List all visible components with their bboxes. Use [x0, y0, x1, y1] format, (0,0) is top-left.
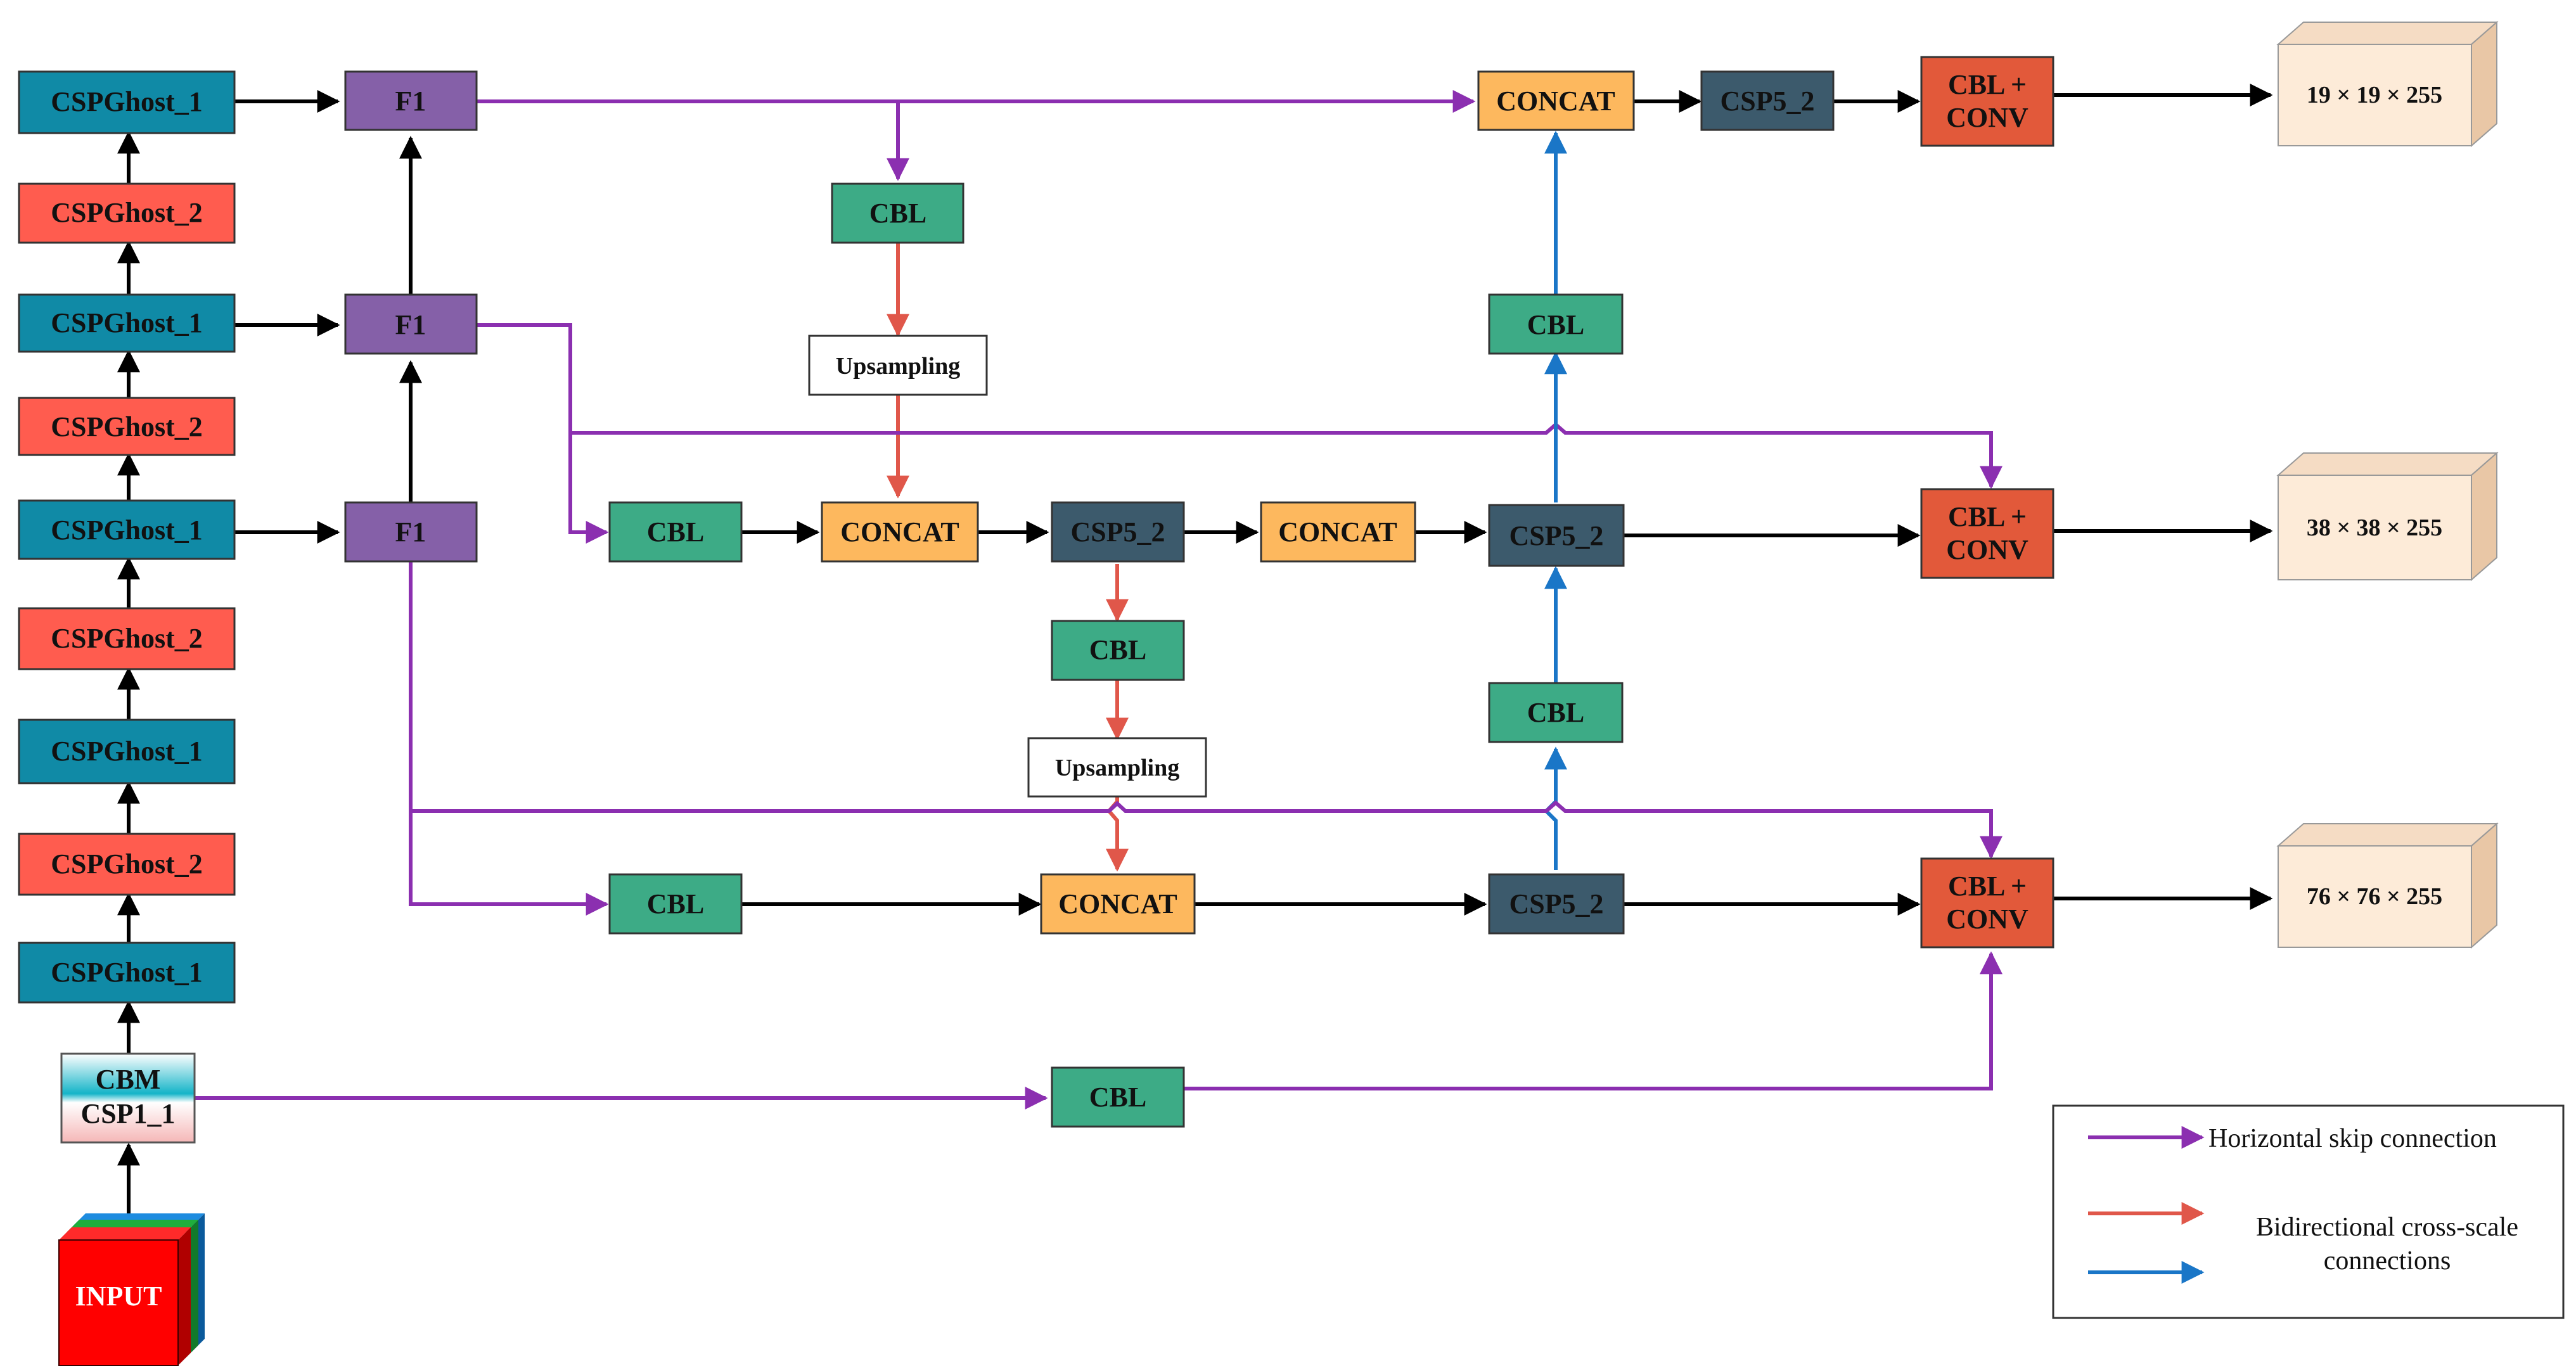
cblconv-top: CBL + CONV	[1920, 56, 2054, 147]
cbm-label: CBM	[96, 1064, 161, 1095]
cbl-up-mid: CBL	[1488, 682, 1624, 743]
cblconv-label-1: CBL +	[1948, 871, 2027, 902]
cbl-up-top: CBL	[1488, 293, 1624, 355]
legend-bidirectional-line1: Bidirectional cross-scale	[2256, 1213, 2518, 1242]
output-76: 76 × 76 × 255	[2276, 822, 2499, 949]
f1-label: F1	[395, 516, 426, 547]
csp1-label: CSP1_1	[80, 1098, 175, 1129]
csp-ghost-label: CSPGhost_2	[51, 411, 203, 442]
f1-mid: F1	[344, 293, 478, 355]
skip-f1-low-to-cblconv-low	[411, 800, 2002, 859]
csp-ghost-5: CSPGhost_1	[18, 499, 236, 560]
csp-ghost-label: CSPGhost_1	[51, 86, 203, 117]
csp5-label: CSP5_2	[1509, 888, 1603, 919]
cblconv-low: CBL + CONV	[1920, 857, 2054, 949]
cbl-label: CBL	[647, 888, 704, 919]
csp-ghost-3: CSPGhost_1	[18, 293, 236, 353]
csp-ghost-label: CSPGhost_1	[51, 736, 203, 767]
concat-mid2: CONCAT	[1260, 501, 1416, 563]
input-label: INPUT	[75, 1281, 162, 1312]
csp5-low: CSP5_2	[1488, 873, 1625, 935]
csp-ghost-6: CSPGhost_2	[18, 607, 236, 670]
concat-mid: CONCAT	[821, 501, 979, 563]
skip-f1-low-to-cbl-low	[409, 561, 609, 916]
connections	[117, 84, 2273, 1226]
csp-ghost-2: CSPGhost_2	[18, 182, 236, 244]
output-label: 38 × 38 × 255	[2307, 515, 2442, 541]
cbl-label: CBL	[1527, 697, 1584, 728]
f1-top: F1	[344, 70, 478, 131]
csp-ghost-9: CSPGhost_1	[18, 942, 236, 1004]
cblconv-label-1: CBL +	[1948, 501, 2027, 532]
cbl-low-down: CBL	[1051, 620, 1185, 681]
backbone: INPUT CBM CSP1_1 CSPGhost_1 CSPGhost_2 C…	[18, 70, 236, 1366]
skip-cbl-bottom-to-cblconv-low	[1184, 951, 2002, 1090]
cbl-label: CBL	[1089, 634, 1146, 665]
csp5-label: CSP5_2	[1720, 86, 1814, 117]
cblconv-label-2: CONV	[1946, 102, 2028, 133]
csp-ghost-4: CSPGhost_2	[18, 397, 236, 456]
csp-ghost-label: CSPGhost_1	[51, 515, 203, 546]
fusion-blocks: CBL CBL CBL CBL CBL CBL CBL Upsam	[608, 56, 2054, 1128]
csp-ghost-1: CSPGhost_1	[18, 70, 236, 134]
csp-ghost-7: CSPGhost_1	[18, 719, 236, 784]
f1-label: F1	[395, 86, 426, 117]
cbl-low: CBL	[608, 873, 743, 935]
cbl-label: CBL	[647, 516, 704, 547]
skip-f1-mid-to-cblconv-mid	[570, 422, 2002, 489]
f1-low: F1	[344, 501, 478, 563]
concat-label: CONCAT	[1278, 516, 1397, 547]
f1-nodes: F1 F1 F1	[344, 70, 478, 563]
cblconv-label-2: CONV	[1946, 904, 2028, 935]
cbl-label: CBL	[869, 198, 926, 229]
cblconv-label-2: CONV	[1946, 534, 2028, 565]
legend-bidirectional-line2: connections	[2324, 1246, 2451, 1275]
cbl-label: CBL	[1527, 309, 1584, 340]
input-block: INPUT	[58, 1213, 205, 1366]
output-19: 19 × 19 × 255	[2276, 20, 2499, 148]
upsampling-label: Upsampling	[1055, 755, 1179, 781]
csp5-label: CSP5_2	[1070, 516, 1165, 547]
cbl-mid: CBL	[608, 501, 743, 563]
upsampling-low: Upsampling	[1027, 737, 1207, 798]
skip-f1-mid-to-cbl-mid	[477, 323, 609, 544]
legend: Horizontal skip connection Bidirectional…	[2052, 1104, 2565, 1319]
csp-ghost-label: CSPGhost_2	[51, 623, 203, 654]
cbl-top: CBL	[831, 182, 964, 244]
concat-label: CONCAT	[1058, 888, 1177, 919]
csp-ghost-label: CSPGhost_2	[51, 197, 203, 228]
cbl-bottom: CBL	[1051, 1066, 1185, 1128]
csp-ghost-label: CSPGhost_1	[51, 307, 203, 338]
csp5-label: CSP5_2	[1509, 520, 1603, 551]
csp5-top: CSP5_2	[1700, 70, 1835, 131]
csp-ghost-8: CSPGhost_2	[18, 833, 236, 896]
output-label: 76 × 76 × 255	[2307, 883, 2442, 910]
concat-low: CONCAT	[1040, 873, 1196, 935]
output-38: 38 × 38 × 255	[2276, 451, 2499, 582]
csp-ghost-label: CSPGhost_1	[51, 957, 203, 988]
cbm-csp-block: CBM CSP1_1	[60, 1052, 196, 1144]
cblconv-mid: CBL + CONV	[1920, 488, 2054, 579]
csp5-mid: CSP5_2	[1051, 501, 1185, 563]
outputs: 19 × 19 × 255 38 × 38 × 255 76 × 76 × 25…	[2276, 20, 2499, 949]
upsampling-top: Upsampling	[808, 335, 988, 396]
cblconv-label-1: CBL +	[1948, 69, 2027, 100]
f1-label: F1	[395, 309, 426, 340]
upsampling-label: Upsampling	[836, 353, 960, 380]
csp5-mid2: CSP5_2	[1488, 504, 1625, 567]
output-label: 19 × 19 × 255	[2307, 82, 2442, 108]
legend-horizontal-text: Horizontal skip connection	[2208, 1124, 2497, 1153]
concat-label: CONCAT	[840, 516, 959, 547]
cbl-label: CBL	[1089, 1082, 1146, 1113]
concat-top: CONCAT	[1477, 70, 1635, 131]
concat-label: CONCAT	[1496, 86, 1615, 117]
csp-ghost-label: CSPGhost_2	[51, 848, 203, 879]
